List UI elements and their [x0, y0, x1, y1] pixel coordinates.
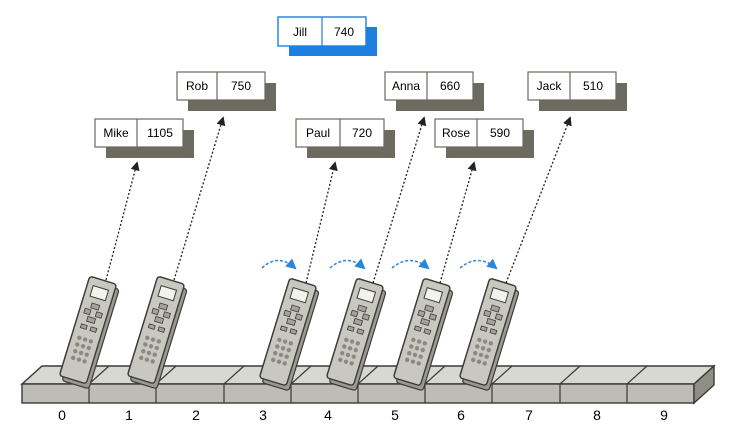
slot-label-4: 4	[324, 407, 332, 423]
slot-label-5: 5	[391, 407, 399, 423]
selected-record: Jill 740	[277, 16, 377, 56]
record-value: 720	[352, 126, 372, 140]
shift-arrow-icon	[261, 258, 297, 270]
slot-label-7: 7	[525, 407, 533, 423]
record-name: Jack	[537, 79, 563, 93]
shift-arrow-icon	[329, 258, 366, 270]
record-box: Mike 1105	[94, 118, 194, 158]
slot-label-9: 9	[660, 407, 668, 423]
record-box: Rob 750	[176, 71, 276, 111]
record-value: 510	[583, 79, 603, 93]
pointer-arrow-icon	[439, 161, 477, 284]
slot-index-labels: 0 1 2 3 4 5 6 7 8 9	[58, 407, 668, 423]
record-name: Paul	[306, 126, 330, 140]
record-value: 740	[334, 25, 354, 39]
record-value: 590	[490, 126, 510, 140]
pointer-arrow-icon	[372, 116, 427, 284]
record-value: 1105	[147, 126, 173, 140]
record-value: 750	[231, 79, 251, 93]
slot-tray	[20, 364, 716, 405]
record-name: Rob	[186, 79, 208, 93]
pointer-arrow-icon	[173, 116, 226, 281]
pointer-arrow-icon	[305, 161, 338, 284]
record-name: Anna	[392, 79, 420, 93]
slot-label-6: 6	[457, 407, 465, 423]
record-name: Jill	[293, 25, 307, 39]
pointer-arrow-icon	[505, 116, 572, 284]
record-name: Mike	[103, 126, 129, 140]
slot-label-0: 0	[58, 407, 66, 423]
shift-arrow-icon	[459, 258, 498, 270]
record-box: Rose 590	[434, 118, 534, 158]
record-name: Rose	[442, 126, 470, 140]
shift-arrow-icon	[391, 258, 430, 270]
record-box: Paul 720	[295, 118, 395, 158]
slot-label-2: 2	[192, 407, 200, 423]
record-box: Jack 510	[527, 71, 627, 111]
pointer-arrow-icon	[105, 161, 140, 281]
record-value: 660	[440, 79, 460, 93]
slot-label-8: 8	[593, 407, 601, 423]
slot-label-3: 3	[259, 407, 267, 423]
slot-label-1: 1	[125, 407, 133, 423]
record-box: Anna 660	[384, 71, 484, 111]
pointer-arrows	[105, 116, 572, 284]
shift-arrows	[261, 258, 498, 270]
